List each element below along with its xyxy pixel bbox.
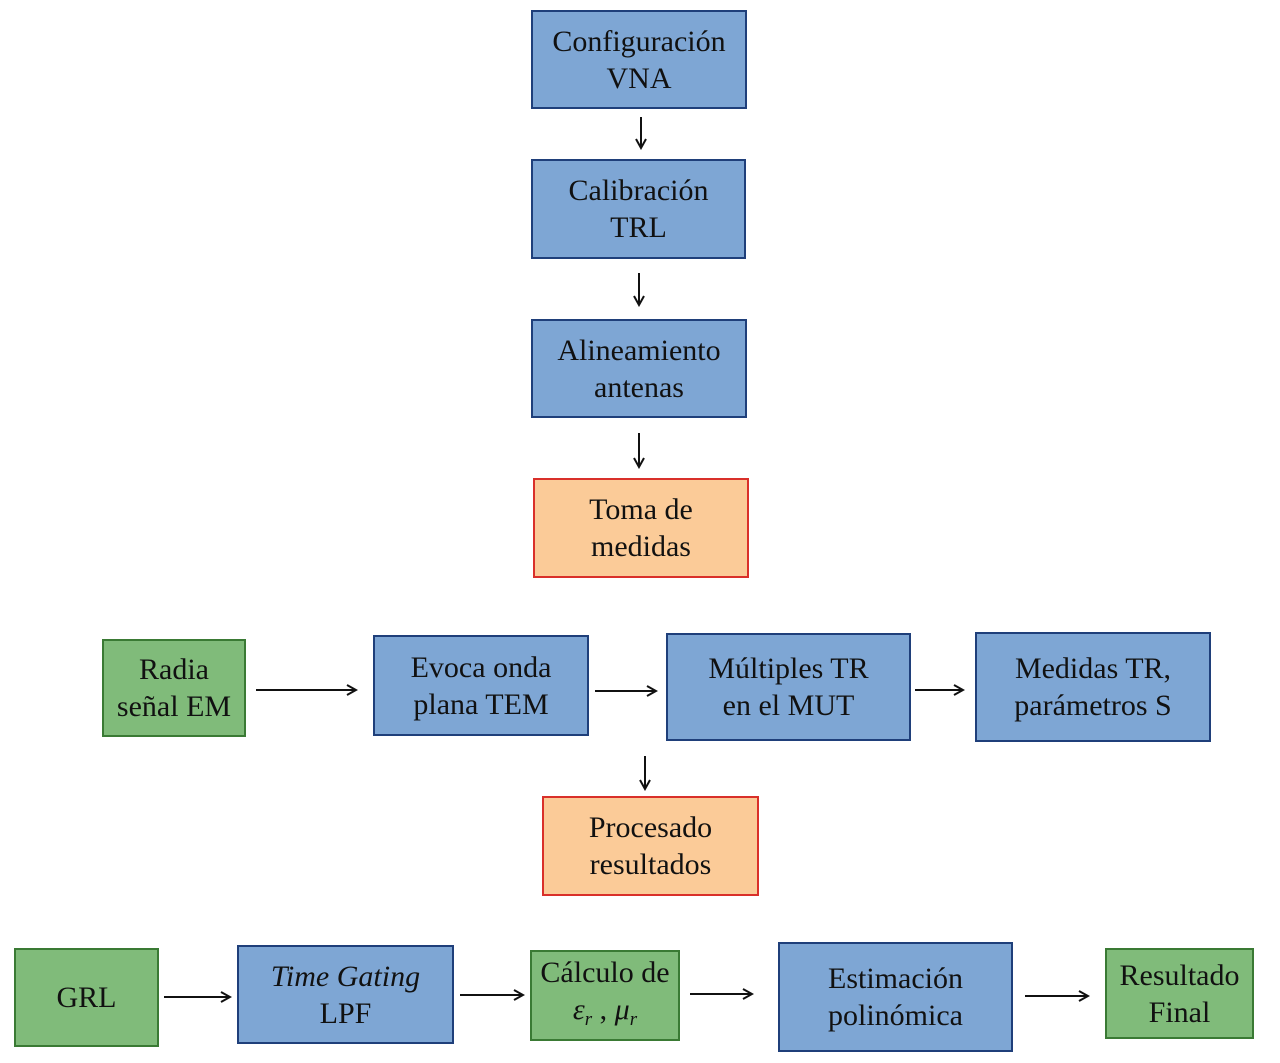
time-gating-box: Time Gating LPF bbox=[237, 945, 454, 1044]
antenna-alignment-line1: Alineamiento bbox=[557, 333, 721, 367]
poly-line1: Estimación bbox=[828, 962, 963, 995]
trl-calibration-box: Calibración TRL bbox=[531, 159, 746, 259]
measurements-line2: medidas bbox=[591, 530, 691, 563]
multiple-tr-box: Múltiples TR en el MUT bbox=[666, 633, 911, 741]
time-gating-line2: LPF bbox=[319, 996, 372, 1030]
multiple-tr-line2: en el MUT bbox=[722, 689, 855, 722]
tr-measures-box: Medidas TR, parámetros S bbox=[975, 632, 1211, 742]
vna-config-line1: Configuración bbox=[552, 24, 726, 58]
measurements-line1: Toma de bbox=[589, 493, 693, 526]
vna-config-line2: VNA bbox=[606, 61, 672, 95]
plane-wave-line1: Evoca onda bbox=[410, 650, 552, 684]
final-line2: Final bbox=[1148, 995, 1211, 1029]
tr-measures-line1: Medidas TR, bbox=[1014, 652, 1172, 685]
processing-line1: Procesado bbox=[588, 811, 713, 844]
calc-formula: εr , μr bbox=[573, 991, 637, 1038]
processing-line2: resultados bbox=[589, 848, 712, 881]
time-gating-line1: Time Gating bbox=[270, 959, 421, 993]
trl-calibration-line2: TRL bbox=[610, 211, 667, 244]
vna-config-box: Configuración VNA bbox=[531, 10, 747, 109]
radiate-line2: señal EM bbox=[116, 690, 232, 723]
antenna-alignment-box: Alineamiento antenas bbox=[531, 319, 747, 418]
radiate-box: Radia señal EM bbox=[102, 639, 246, 737]
calc-line1: Cálculo de bbox=[540, 955, 670, 989]
final-box: Resultado Final bbox=[1105, 948, 1254, 1039]
measurements-box: Toma de medidas bbox=[533, 478, 749, 578]
multiple-tr-line1: Múltiples TR bbox=[708, 652, 869, 685]
grl-box: GRL bbox=[14, 948, 159, 1047]
plane-wave-line2: plana TEM bbox=[413, 687, 549, 721]
calc-box: Cálculo de εr , μr bbox=[530, 950, 680, 1041]
plane-wave-box: Evoca onda plana TEM bbox=[373, 635, 589, 736]
final-line1: Resultado bbox=[1119, 958, 1240, 992]
processing-box: Procesado resultados bbox=[542, 796, 759, 896]
poly-box: Estimación polinómica bbox=[778, 942, 1013, 1052]
formula-separator: , bbox=[592, 992, 608, 1026]
epsilon-symbol: εr bbox=[572, 992, 593, 1030]
mu-symbol: μr bbox=[614, 992, 638, 1030]
grl-label: GRL bbox=[56, 981, 117, 1014]
tr-measures-line2: parámetros S bbox=[1014, 689, 1172, 722]
poly-line2: polinómica bbox=[828, 999, 963, 1032]
antenna-alignment-line2: antenas bbox=[594, 370, 684, 404]
radiate-line1: Radia bbox=[139, 653, 209, 686]
trl-calibration-line1: Calibración bbox=[568, 174, 709, 207]
